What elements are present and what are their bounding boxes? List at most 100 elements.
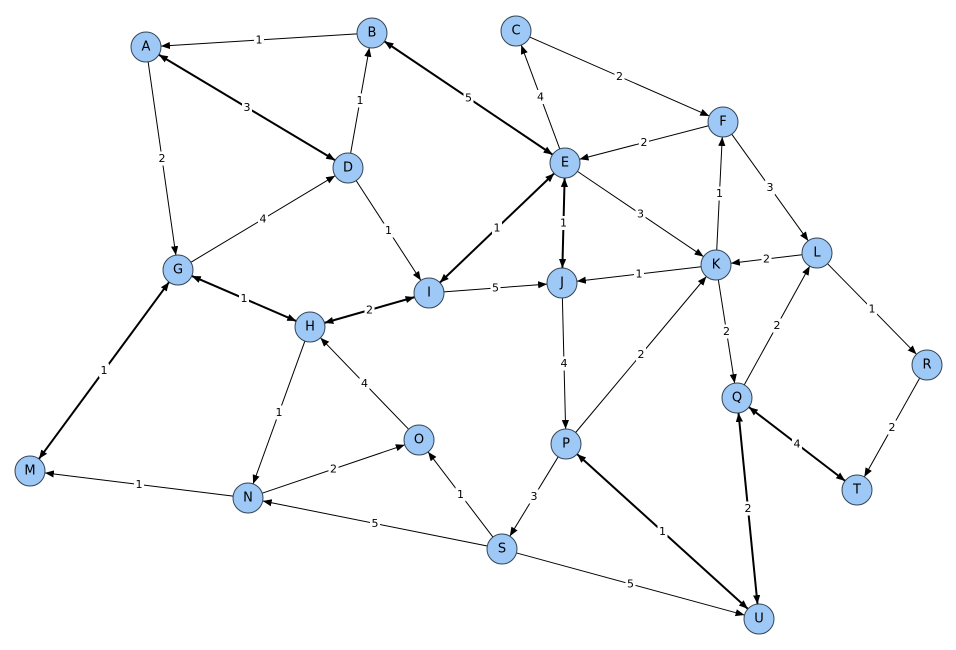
edge-weight-k-f: 1 [716,187,723,200]
node-r: R [911,349,943,381]
node-label: D [343,161,353,176]
node-circle [232,482,264,514]
node-t: T [841,474,873,506]
edge-weight-b-e: 5 [465,92,472,105]
edge-weight-f-e: 2 [641,136,648,149]
node-label: R [922,358,931,373]
node-circle [332,152,364,184]
edge-weight-bg [614,69,625,84]
edge-weight-bg [359,376,370,391]
node-label: T [852,483,861,498]
edge-weight-bg [635,207,646,221]
edge-weight-i-e: 1 [494,222,501,235]
edge-weight-bg [492,221,502,235]
edge-weight-bg [634,267,644,281]
node-circle [550,428,582,460]
node-label: K [712,258,721,273]
node-circle [486,533,518,565]
edge-weight-a-g: 2 [159,152,166,165]
node-circle [546,267,578,299]
edge-weight-bg [867,302,877,316]
node-circle [721,382,753,414]
edge-weight-bg [721,324,732,339]
node-k: K [700,249,732,281]
edge-weight-p-k: 2 [638,348,645,361]
edge-weight-bg [792,437,802,451]
node-label: O [414,433,424,448]
edge-weight-r-t: 2 [889,421,896,434]
edge-weight-bg [714,186,725,201]
edge-weight-bg [99,363,109,378]
edge-weight-bg [239,291,249,306]
edge-weight-bg [242,100,252,115]
node-n: N [232,482,264,514]
node-circle [801,237,833,269]
node-b: B [356,17,388,49]
edge-weight-e-j: 1 [560,217,567,230]
node-circle [841,474,873,506]
edge-weight-bg [364,303,375,317]
node-label: S [498,542,506,557]
node-circle [700,249,732,281]
node-label: J [559,276,564,291]
edge-weight-a-d: 3 [244,101,251,114]
edge-weight-bg [254,33,264,47]
node-circle [14,455,46,487]
edge-weight-bg [529,489,539,504]
node-d: D [332,152,364,184]
edge-weight-s-o: 1 [457,488,464,501]
edge-weight-q-u: 2 [745,502,752,515]
edge-weight-s-n: 5 [372,517,379,530]
edge-weight-g-h: 1 [241,292,248,305]
edge-weight-bg [765,180,775,195]
edge-weight-e-c: 4 [537,91,544,104]
edge-weight-d-i: 1 [385,224,392,237]
node-j: J [546,267,578,299]
edge-weight-n-m: 1 [136,478,143,491]
edge-weight-p-s: 3 [531,490,538,503]
edge-weight-bg [274,405,284,420]
node-g: G [162,254,194,286]
node-circle [500,15,532,47]
edge-weight-bg [535,90,546,104]
edge-weight-h-n: 1 [276,406,283,419]
node-circle [549,147,581,179]
edge-weight-bg [157,151,167,166]
edge-weight-l-k: 2 [763,253,770,266]
edge-weight-bg [455,487,466,502]
edge-weight-bg [743,501,753,516]
node-circle [294,311,326,343]
edge-weight-bg [258,212,268,226]
node-label: B [368,26,377,41]
edge-weight-p-u: 1 [659,525,666,538]
edges-layer [38,33,921,617]
edge-weight-h-i: 2 [366,304,373,317]
node-f: F [707,106,739,138]
node-label: L [813,246,821,261]
node-label: F [719,115,726,130]
node-s: S [486,533,518,565]
edge-weight-bg [636,347,646,362]
node-p: P [550,428,582,460]
edge-weight-q-t: 4 [794,438,801,451]
edge-weight-bg [355,93,365,108]
node-q: Q [721,382,753,414]
edge-weight-o-h: 4 [361,377,368,390]
node-o: O [403,424,435,456]
edge-weight-bg [463,91,474,105]
node-label: H [305,320,315,335]
node-label: E [561,156,569,171]
edge-weight-l-r: 1 [869,303,876,316]
edge-weight-k-q: 2 [723,325,730,338]
edge-weight-bg [134,477,144,492]
edge-weight-d-b: 1 [357,94,364,107]
node-label: A [142,40,151,55]
edge-weight-k-j: 1 [636,268,643,281]
edge-weight-bg [370,516,380,531]
node-i: I [413,277,445,309]
edge-weight-bg [490,281,501,295]
edge-weight-bg [625,577,636,591]
